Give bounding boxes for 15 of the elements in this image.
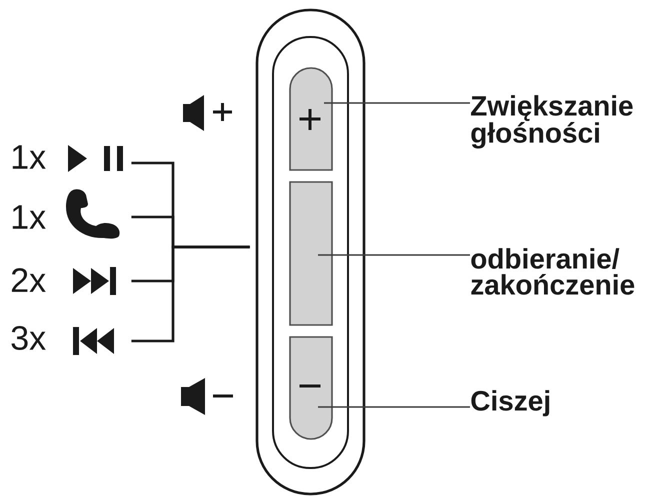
callout-label: Ciszej xyxy=(471,390,550,416)
volume-down-button xyxy=(289,336,333,440)
press-count-label: 1x xyxy=(12,145,46,169)
remote-body xyxy=(256,8,366,496)
callout-label: Zwiększanie głośności xyxy=(471,95,633,149)
press-count-label: 1x xyxy=(12,205,46,229)
callout-label: odbieranie/ zakończenie xyxy=(471,248,634,295)
leader-line xyxy=(318,254,470,256)
leader-line xyxy=(318,406,470,408)
leader-line xyxy=(324,102,470,104)
bracket-line xyxy=(131,246,250,342)
press-count-label: 3x xyxy=(12,326,46,350)
volume-up-button xyxy=(289,67,333,171)
multifunction-button xyxy=(289,181,333,326)
press-count-label: 2x xyxy=(12,268,46,292)
